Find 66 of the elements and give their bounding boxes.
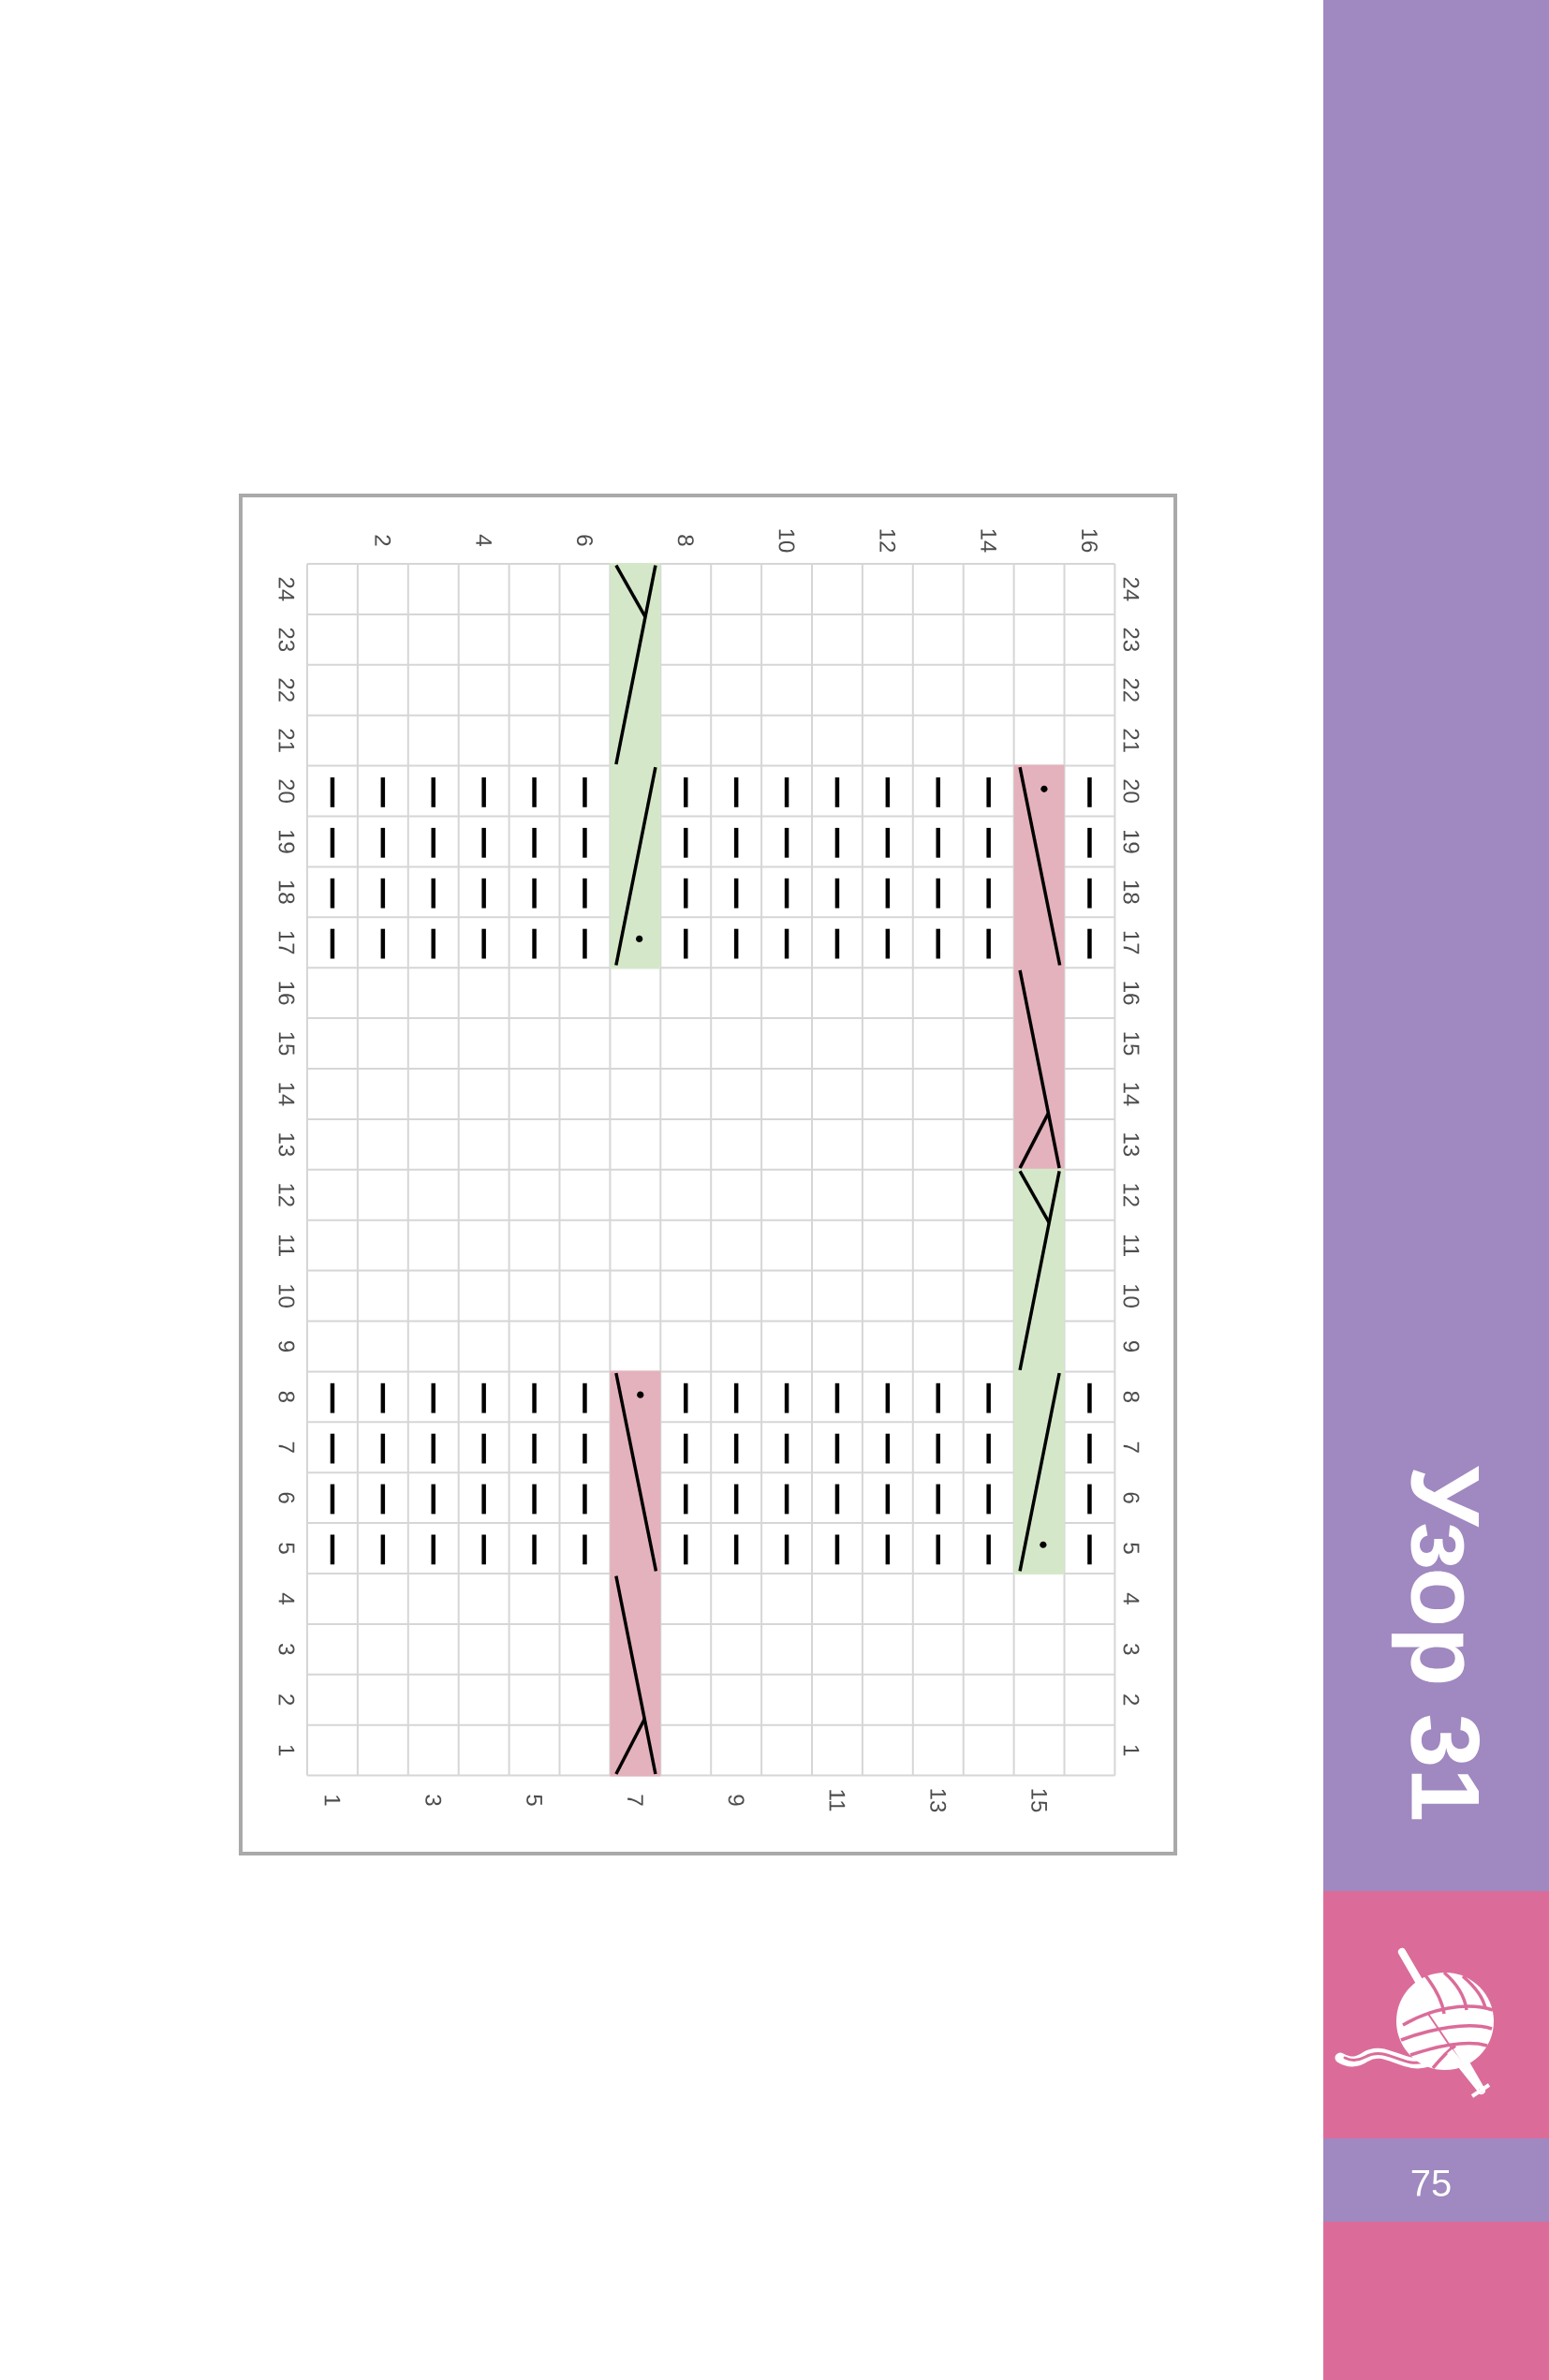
row-number: 8 [1123, 1391, 1140, 1402]
row-number: 21 [1123, 729, 1140, 752]
row-number: 7 [278, 1441, 295, 1453]
column-number: 12 [879, 529, 896, 553]
row-number: 23 [1123, 628, 1140, 652]
column-number: 14 [981, 529, 996, 553]
column-number: 2 [375, 535, 391, 546]
row-number: 1 [278, 1745, 295, 1756]
row-number: 22 [1123, 678, 1140, 702]
row-number: 13 [1123, 1133, 1140, 1157]
row-number: 21 [278, 729, 295, 752]
row-number: 14 [278, 1083, 295, 1106]
row-number: 5 [278, 1543, 295, 1554]
row-number: 15 [1123, 1032, 1140, 1056]
row-number: 15 [278, 1032, 295, 1056]
column-number: 3 [425, 1795, 442, 1806]
row-number: 1 [1123, 1745, 1140, 1756]
column-number: 8 [677, 535, 694, 546]
column-number: 1 [324, 1796, 341, 1806]
row-number: 2 [1123, 1694, 1140, 1706]
column-number: 10 [778, 529, 795, 553]
column-number: 13 [930, 1789, 947, 1812]
row-number: 10 [278, 1285, 295, 1308]
column-number: 15 [1031, 1789, 1047, 1812]
page-number: 75 [1411, 2170, 1451, 2196]
row-number: 6 [278, 1492, 295, 1503]
row-number: 19 [278, 830, 295, 853]
row-number: 24 [278, 577, 295, 601]
row-number: 16 [1123, 982, 1140, 1005]
column-number: 6 [576, 535, 593, 546]
row-number: 4 [278, 1592, 295, 1604]
row-number: 7 [1123, 1441, 1140, 1453]
row-number: 4 [1123, 1592, 1140, 1604]
row-number: 20 [278, 779, 295, 803]
row-number: 11 [278, 1235, 295, 1256]
row-number: 22 [278, 678, 295, 702]
row-number: 3 [1123, 1644, 1140, 1655]
row-number: 24 [1123, 577, 1140, 601]
row-number: 11 [1123, 1235, 1140, 1256]
row-number: 8 [278, 1391, 295, 1402]
row-number: 12 [1123, 1184, 1140, 1206]
column-number: 7 [627, 1795, 643, 1806]
row-number: 6 [1123, 1492, 1140, 1503]
column-number: 11 [829, 1790, 846, 1811]
row-number: 2 [278, 1694, 295, 1706]
row-number: 17 [1123, 931, 1140, 954]
column-number: 5 [526, 1795, 542, 1806]
row-number: 17 [278, 931, 295, 954]
row-number: 10 [1123, 1285, 1140, 1308]
row-number: 20 [1123, 779, 1140, 803]
column-number: 4 [476, 534, 492, 546]
row-number: 3 [278, 1644, 295, 1655]
row-number: 18 [1123, 880, 1140, 904]
row-number: 19 [1123, 830, 1140, 853]
row-number: 12 [278, 1184, 295, 1206]
row-number: 23 [278, 628, 295, 652]
row-number: 9 [278, 1340, 295, 1352]
row-number: 14 [1123, 1083, 1140, 1106]
page-title: Узор 31 [1391, 1465, 1481, 1820]
row-number: 5 [1123, 1543, 1140, 1554]
column-number: 16 [1081, 529, 1098, 553]
row-number: 13 [278, 1133, 295, 1157]
column-number: 9 [728, 1795, 745, 1806]
row-number: 18 [278, 880, 295, 904]
row-number: 16 [278, 982, 295, 1005]
row-number: 9 [1123, 1340, 1140, 1352]
